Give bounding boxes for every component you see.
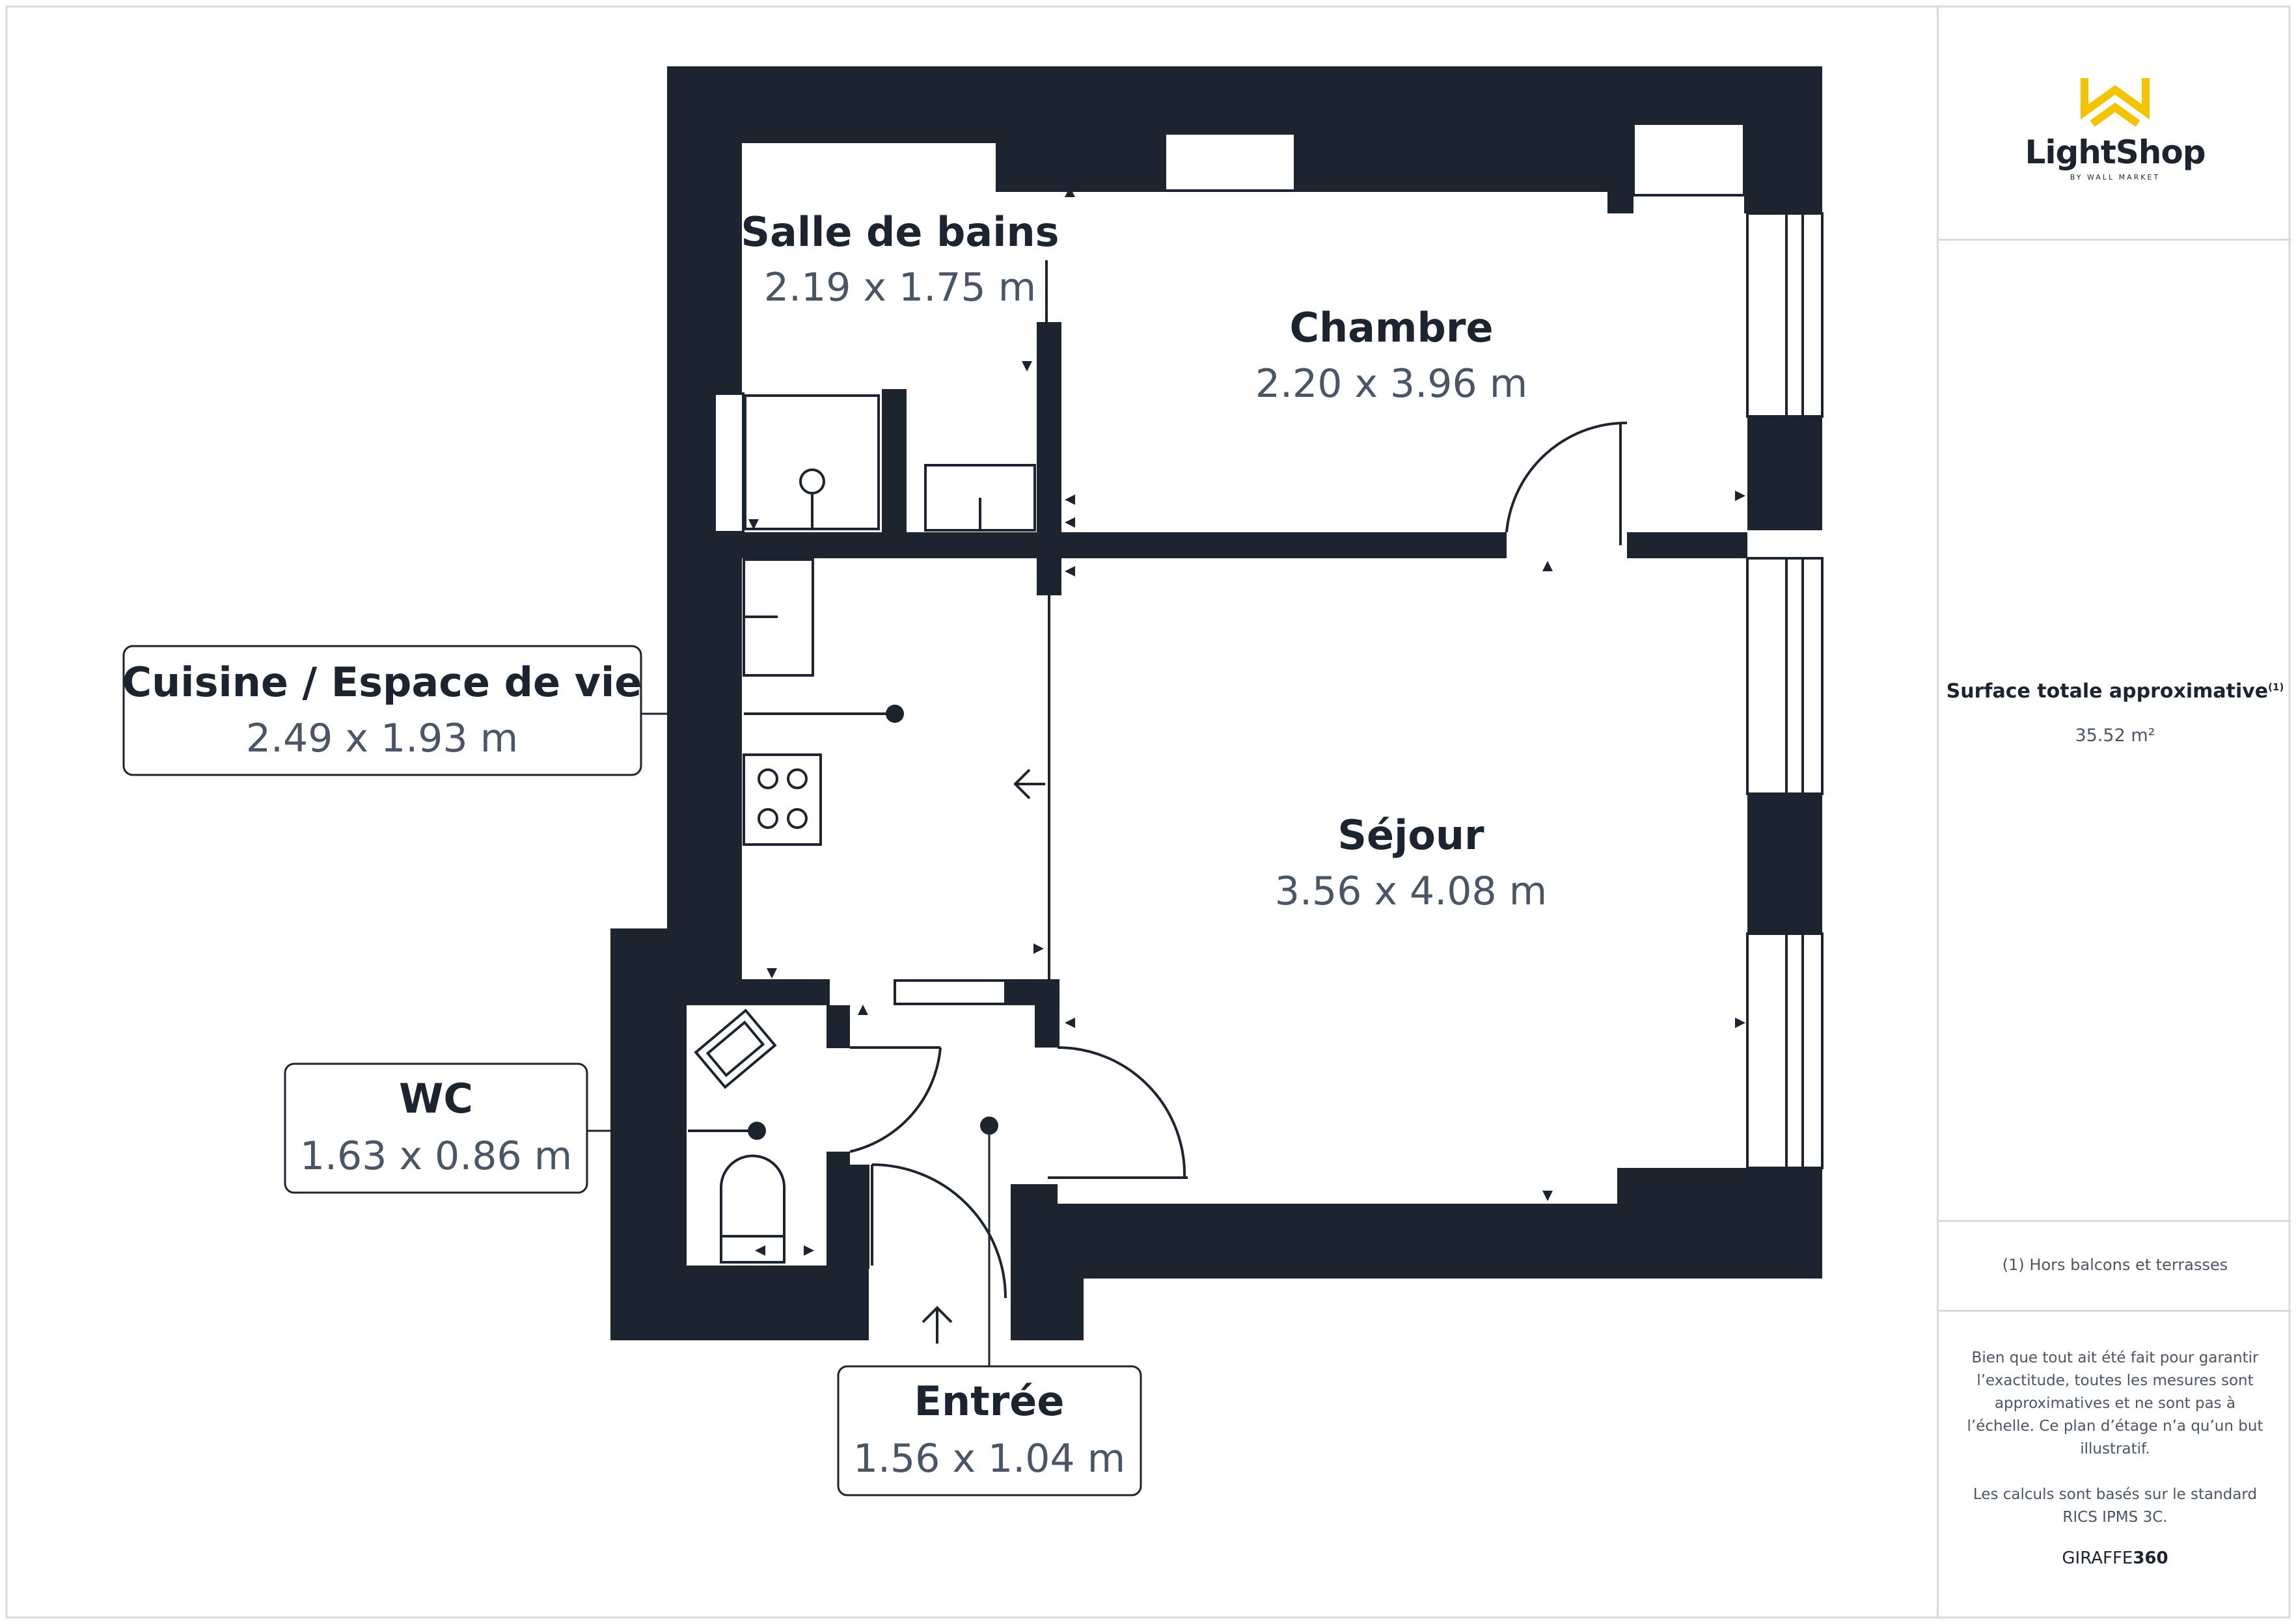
windows (713, 122, 1824, 1169)
area-value: 35.52 m² (2075, 725, 2155, 746)
room-dims-entree: 1.56 x 1.04 m (853, 1436, 1125, 1482)
page-frame (5, 5, 2291, 1619)
disclaimer-paragraph-2: Les calculs sont basés sur le standard R… (1973, 1486, 2258, 1526)
footnote-text: (1) Hors balcons et terrasses (2002, 1256, 2228, 1274)
area-footnote-mark: (1) (2268, 681, 2284, 693)
room-dims-chambre: 2.20 x 3.96 m (1255, 361, 1527, 407)
info-sidebar: LightShop BY WALL MARKET Surface totale … (1937, 7, 2291, 1617)
room-name-salle-de-bains: Salle de bains (741, 208, 1059, 256)
area-label: Surface totale approximative(1) (1939, 680, 2291, 703)
credit-prefix: GIRAFFE (2062, 1549, 2133, 1568)
room-dims-wc: 1.63 x 0.86 m (300, 1133, 572, 1179)
credit: GIRAFFE360 (1939, 1549, 2291, 1568)
room-name-cuisine: Cuisine / Espace de vie (122, 658, 642, 706)
room-name-entree: Entrée (914, 1377, 1065, 1425)
brand-subtitle: BY WALL MARKET (2070, 173, 2161, 182)
room-name-sejour: Séjour (1337, 811, 1484, 859)
markers (748, 187, 1745, 1256)
brand-name: LightShop (2025, 133, 2206, 171)
doors (849, 260, 1628, 1299)
footnote-section: (1) Hors balcons et terrasses (1939, 1220, 2291, 1312)
fixtures (688, 394, 1045, 1366)
area-section: Surface totale approximative(1) 35.52 m² (1939, 239, 2291, 1222)
room-dims-sejour: 3.56 x 4.08 m (1275, 869, 1547, 914)
disclaimer-paragraph-1: Bien que tout ait été fait pour garantir… (1967, 1349, 2263, 1457)
brand-section: LightShop BY WALL MARKET (1939, 7, 2291, 241)
room-name-wc: WC (399, 1075, 473, 1122)
room-labels: Salle de bains 2.19 x 1.75 m Chambre 2.2… (741, 208, 1547, 914)
walls (610, 66, 1822, 1340)
room-dims-salle-de-bains: 2.19 x 1.75 m (764, 265, 1036, 310)
lightshop-logo-icon (2081, 78, 2150, 127)
room-name-chambre: Chambre (1289, 304, 1493, 351)
room-dims-cuisine: 2.49 x 1.93 m (246, 716, 518, 761)
callout-cuisine: Cuisine / Espace de vie 2.49 x 1.93 m (122, 645, 667, 776)
area-label-text: Surface totale approximative (1946, 680, 2269, 703)
credit-suffix: 360 (2133, 1549, 2168, 1568)
disclaimer: Bien que tout ait été fait pour garantir… (1965, 1347, 2265, 1552)
callout-wc: WC 1.63 x 0.86 m (284, 1062, 610, 1194)
callout-entree: Entrée 1.56 x 1.04 m (837, 1365, 1142, 1496)
